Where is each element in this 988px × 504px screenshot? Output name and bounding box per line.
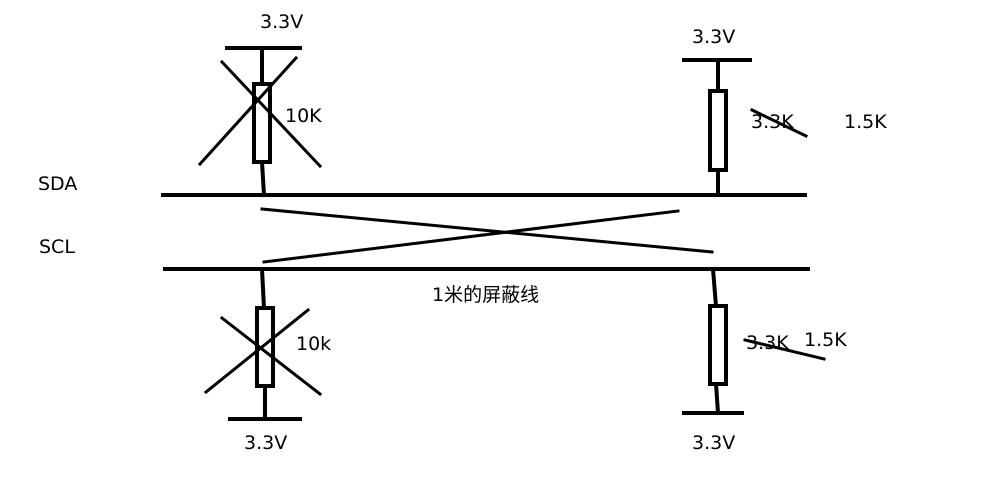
label-res-bottom-left: 10k <box>296 333 331 355</box>
cross-out-top-left-a <box>219 59 323 169</box>
pullup-top-left <box>197 46 323 198</box>
cross-out-bottom-left-a <box>219 315 323 397</box>
lead-bottom-right-lower <box>713 381 721 416</box>
label-cable: 1米的屏蔽线 <box>432 284 539 306</box>
label-supply-top-left: 3.3V <box>260 11 303 33</box>
cross-out-top-left-b <box>197 55 299 167</box>
pullup-bottom-right <box>682 266 826 416</box>
strike-bottom-right <box>743 338 826 361</box>
lead-bottom-left-upper <box>259 266 267 311</box>
strike-top-right <box>749 107 809 139</box>
cross-wire-sda-to-scl <box>260 207 714 254</box>
label-res-top-left: 10K <box>285 105 322 127</box>
cross-wire-scl-to-sda <box>262 209 680 264</box>
label-sda: SDA <box>38 173 77 195</box>
lead-bottom-right-upper <box>710 266 719 309</box>
pullup-bottom-left <box>203 266 323 421</box>
lead-top-left-lower <box>259 159 267 198</box>
label-supply-bottom-left: 3.3V <box>244 432 287 454</box>
cross-out-bottom-left-b <box>203 307 311 395</box>
label-res-bottom-right-new: 1.5K <box>804 329 847 351</box>
label-supply-bottom-right: 3.3V <box>692 432 735 454</box>
label-res-bottom-right-old: 3.3K <box>746 332 789 354</box>
label-res-top-right-old: 3.3K <box>751 111 794 133</box>
label-res-top-right-new: 1.5K <box>844 111 887 133</box>
pullup-top-right <box>682 58 809 197</box>
label-scl: SCL <box>39 236 75 258</box>
label-supply-top-right: 3.3V <box>692 26 735 48</box>
